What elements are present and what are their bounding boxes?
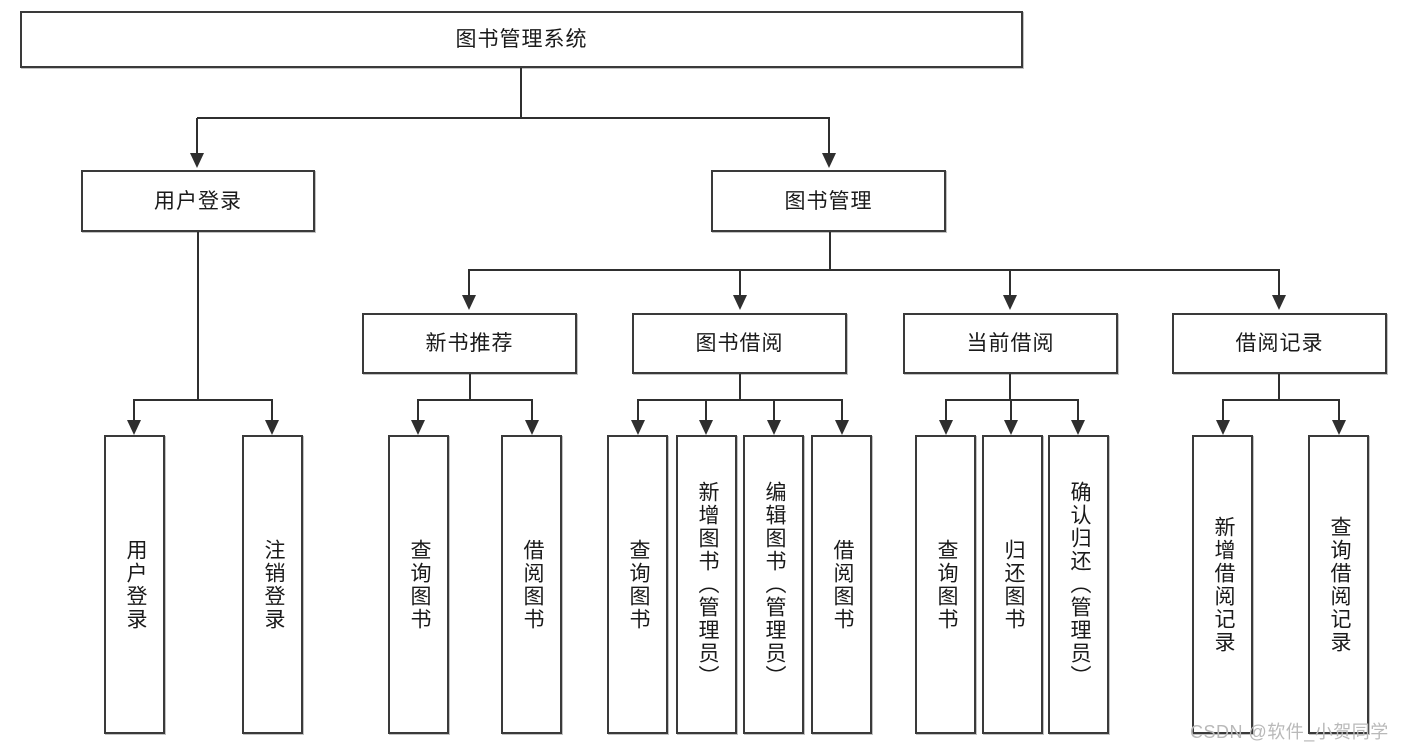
arrow-leaf-1	[127, 420, 141, 435]
node-label: 查询借阅记录	[1327, 515, 1351, 654]
arrow-leaf-3	[411, 420, 425, 435]
edge-book-manage-stem	[829, 232, 831, 270]
edge-book-borrow-child-1	[637, 399, 639, 423]
arrow-leaf-8	[835, 420, 849, 435]
edge-book-borrow-bus	[637, 399, 843, 401]
node-borrow-record[interactable]: 借阅记录	[1172, 313, 1387, 374]
arrow-leaf-12	[1216, 420, 1230, 435]
edge-to-new-book-rec	[468, 269, 470, 297]
leaf-borrow-books-rec[interactable]: 借阅图书	[501, 435, 562, 734]
edge-current-borrow-child-1	[945, 399, 947, 423]
edge-to-book-manage	[828, 118, 830, 156]
edge-borrow-record-child-1	[1222, 399, 1224, 423]
leaf-query-books-current[interactable]: 查询图书	[915, 435, 976, 734]
node-label: 注销登录	[261, 538, 285, 631]
node-user-login[interactable]: 用户登录	[81, 170, 315, 232]
node-label: 用户登录	[123, 538, 147, 631]
arrow-leaf-9	[939, 420, 953, 435]
edge-book-borrow-child-2	[705, 399, 707, 423]
edge-current-borrow-child-3	[1077, 399, 1079, 423]
arrow-leaf-6	[699, 420, 713, 435]
arrow-to-book-borrow	[733, 295, 747, 310]
arrow-leaf-4	[525, 420, 539, 435]
node-label: 借阅图书	[830, 538, 854, 631]
node-label: 查询图书	[407, 538, 431, 631]
node-root-system[interactable]: 图书管理系统	[20, 11, 1023, 68]
edge-user-login-bus	[133, 399, 273, 401]
edge-new-book-child-2	[531, 399, 533, 423]
node-label: 借阅记录	[1235, 332, 1324, 355]
edge-to-current-borrow	[1009, 269, 1011, 297]
edge-current-borrow-child-2	[1010, 399, 1012, 423]
edge-new-book-stem	[469, 374, 471, 400]
node-label: 新增借阅记录	[1211, 515, 1235, 654]
node-label: 借阅图书	[520, 538, 544, 631]
leaf-query-borrow-record[interactable]: 查询借阅记录	[1308, 435, 1369, 734]
node-label: 确认归还（管理员）	[1067, 481, 1091, 688]
node-label: 归还图书	[1001, 538, 1025, 631]
edge-current-borrow-stem	[1009, 374, 1011, 400]
node-label: 新书推荐	[425, 332, 514, 355]
edge-level3-bus	[468, 269, 1280, 271]
node-label: 编辑图书（管理员）	[762, 481, 786, 688]
arrow-leaf-2	[265, 420, 279, 435]
arrow-leaf-7	[767, 420, 781, 435]
node-label: 图书借阅	[695, 332, 784, 355]
arrow-leaf-11	[1071, 420, 1085, 435]
node-label: 图书管理	[784, 189, 873, 213]
edge-to-book-borrow	[739, 269, 741, 297]
node-label: 查询图书	[626, 538, 650, 631]
arrow-to-user-login	[190, 153, 204, 168]
arrow-leaf-10	[1004, 420, 1018, 435]
node-label: 查询图书	[934, 538, 958, 631]
leaf-return-books[interactable]: 归还图书	[982, 435, 1043, 734]
arrow-to-new-book-rec	[462, 295, 476, 310]
edge-borrow-record-stem	[1278, 374, 1280, 400]
node-current-borrow[interactable]: 当前借阅	[903, 313, 1118, 374]
edge-to-user-login	[196, 118, 198, 156]
edge-book-borrow-stem	[739, 374, 741, 400]
node-label: 当前借阅	[966, 332, 1055, 355]
node-label: 图书管理系统	[455, 28, 588, 51]
edge-root-bus	[197, 117, 830, 119]
edge-user-login-child-1	[133, 399, 135, 423]
edge-book-borrow-child-3	[773, 399, 775, 423]
edge-new-book-bus	[417, 399, 533, 401]
arrow-to-book-manage	[822, 153, 836, 168]
edge-root-stem	[520, 68, 522, 118]
edge-borrow-record-bus	[1222, 399, 1340, 401]
edge-user-login-stem	[197, 232, 199, 400]
arrow-to-borrow-record	[1272, 295, 1286, 310]
node-new-book-recommend[interactable]: 新书推荐	[362, 313, 577, 374]
edge-book-borrow-child-4	[841, 399, 843, 423]
leaf-query-books[interactable]: 查询图书	[607, 435, 668, 734]
arrow-leaf-5	[631, 420, 645, 435]
leaf-add-borrow-record[interactable]: 新增借阅记录	[1192, 435, 1253, 734]
node-book-management[interactable]: 图书管理	[711, 170, 946, 232]
edge-user-login-child-2	[271, 399, 273, 423]
arrow-leaf-13	[1332, 420, 1346, 435]
node-label: 新增图书（管理员）	[695, 481, 719, 688]
node-label: 用户登录	[154, 189, 242, 213]
leaf-confirm-return-admin[interactable]: 确认归还（管理员）	[1048, 435, 1109, 734]
edge-new-book-child-1	[417, 399, 419, 423]
arrow-to-current-borrow	[1003, 295, 1017, 310]
edge-borrow-record-child-2	[1338, 399, 1340, 423]
leaf-logout[interactable]: 注销登录	[242, 435, 303, 734]
leaf-borrow-books[interactable]: 借阅图书	[811, 435, 872, 734]
leaf-user-login[interactable]: 用户登录	[104, 435, 165, 734]
leaf-query-books-rec[interactable]: 查询图书	[388, 435, 449, 734]
leaf-add-book-admin[interactable]: 新增图书（管理员）	[676, 435, 737, 734]
node-book-borrow[interactable]: 图书借阅	[632, 313, 847, 374]
leaf-edit-book-admin[interactable]: 编辑图书（管理员）	[743, 435, 804, 734]
edge-to-borrow-record	[1278, 269, 1280, 297]
edge-current-borrow-bus	[945, 399, 1079, 401]
